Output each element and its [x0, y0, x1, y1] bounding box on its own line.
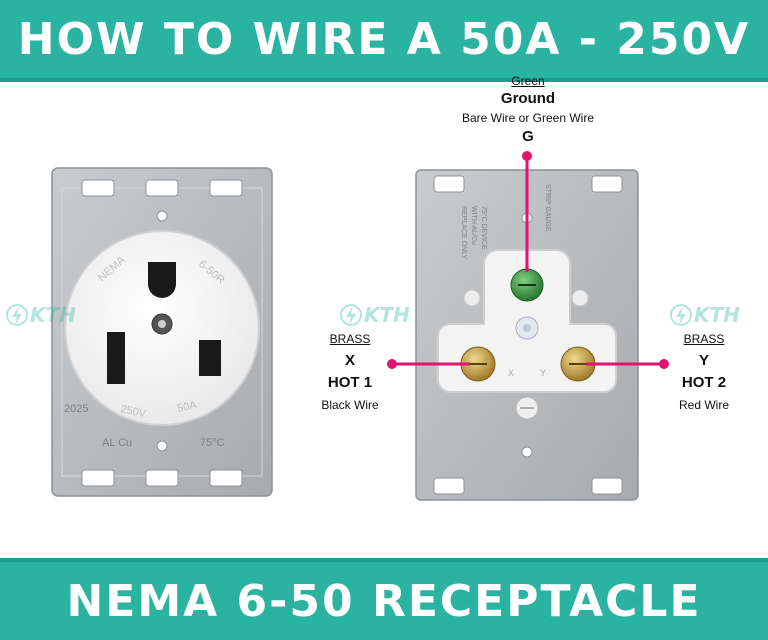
plate-temp: 75°C — [200, 437, 225, 449]
back-stamp-2: WITH AL/Cu — [470, 206, 477, 245]
back-stamp-1: REPLACE ONLY — [460, 206, 467, 259]
watermark: KTH — [6, 302, 76, 328]
hot2-letter-label: Y — [698, 352, 709, 369]
terminal-x-mark: X — [508, 368, 514, 378]
back-stamp-3: 75°C DEVICE — [480, 206, 488, 250]
strip-gauge: STRIP GAUGE — [544, 184, 551, 232]
ground-marker — [522, 151, 532, 272]
hot2-marker — [586, 359, 669, 369]
hot1-letter-label: X — [344, 352, 355, 369]
hot2-material-label: BRASS — [683, 332, 725, 346]
hot2-wire-label: Red Wire — [678, 398, 729, 412]
ground-letter-label: G — [522, 128, 534, 145]
face-voltage: 250V — [119, 403, 147, 420]
watermark-text: KTH — [30, 303, 76, 327]
hot1-wire-label: Black Wire — [321, 398, 379, 412]
ground-name-label: Ground — [500, 90, 556, 107]
ground-color-label: Green — [511, 74, 545, 88]
hot1-marker — [387, 359, 470, 369]
watermark-text: KTH — [364, 303, 410, 327]
lightning-bolt-icon — [670, 304, 692, 326]
hot1-name-label: HOT 1 — [327, 374, 373, 391]
plate-mark: 2025 — [64, 403, 88, 415]
plate-al: AL Cu — [102, 437, 132, 449]
back-receptacle: REPLACE ONLY WITH AL/Cu 75°C DEVICE STRI… — [415, 169, 639, 501]
front-receptacle: NEMA 6-50R 250V 50A 2025 AL Cu 75°C — [51, 167, 273, 497]
ground-slot — [148, 262, 176, 298]
page-title: HOW TO WIRE A 50A - 250V — [0, 0, 768, 82]
lightning-bolt-icon — [340, 304, 362, 326]
hot-slot-left — [107, 332, 125, 384]
watermark: KTH — [340, 302, 410, 328]
hot2-name-label: HOT 2 — [681, 374, 727, 391]
hot-slot-right — [199, 340, 221, 376]
watermark: KTH — [670, 302, 740, 328]
hot1-material-label: BRASS — [329, 332, 371, 346]
face-amperage: 50A — [176, 399, 198, 415]
lightning-bolt-icon — [6, 304, 28, 326]
terminal-y-mark: Y — [540, 368, 546, 378]
ground-wire-label: Bare Wire or Green Wire — [461, 111, 595, 125]
watermark-text: KTH — [694, 303, 740, 327]
footer-title: NEMA 6-50 RECEPTACLE — [0, 558, 768, 640]
